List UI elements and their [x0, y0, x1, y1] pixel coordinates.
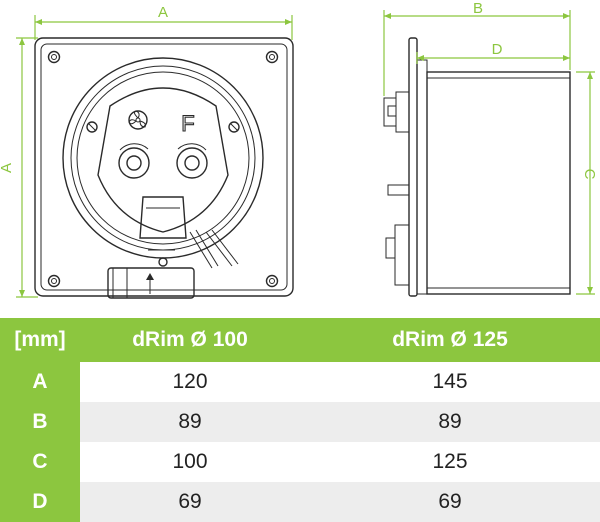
technical-drawing: A A [0, 0, 598, 299]
table-header-row: [mm] dRim Ø 100 dRim Ø 125 [0, 318, 600, 362]
dimension-b: B [383, 0, 571, 96]
dim-label-d: D [492, 41, 503, 58]
unit-header: [mm] [0, 318, 80, 362]
dim-label-b: B [473, 0, 483, 17]
table-row: A 120 145 [0, 362, 600, 402]
dimension-d: D [416, 41, 570, 64]
dimension-a-vertical: A [0, 37, 38, 298]
bottom-latch-icon [107, 249, 195, 299]
row-value-100: 120 [80, 362, 300, 402]
dimension-c: C [576, 71, 598, 295]
model-100-header: dRim Ø 100 [80, 318, 300, 362]
row-key: D [0, 482, 80, 522]
fan-side-view [383, 37, 571, 297]
row-value-100: 69 [80, 482, 300, 522]
dimension-a: A [34, 4, 293, 40]
row-key: B [0, 402, 80, 442]
row-value-125: 89 [300, 402, 600, 442]
fan-front-view: F [34, 37, 294, 299]
dim-label-a-vertical: A [0, 163, 15, 173]
dimensions-table: [mm] dRim Ø 100 dRim Ø 125 A 120 145 B 8… [0, 318, 600, 522]
row-value-125: 145 [300, 362, 600, 402]
row-value-125: 125 [300, 442, 600, 482]
table-row: C 100 125 [0, 442, 600, 482]
adjust-knob-right-icon [176, 143, 208, 179]
row-value-100: 89 [80, 402, 300, 442]
dim-label-a: A [158, 4, 168, 21]
table-row: B 89 89 [0, 402, 600, 442]
adjust-knob-left-icon [118, 143, 150, 179]
model-125-header: dRim Ø 125 [300, 318, 600, 362]
row-key: C [0, 442, 80, 482]
dim-label-c: C [581, 169, 598, 180]
row-value-125: 69 [300, 482, 600, 522]
row-key: A [0, 362, 80, 402]
corner-screw-icon [47, 50, 279, 288]
fan-label-f: F [181, 111, 194, 136]
row-value-100: 100 [80, 442, 300, 482]
fan-symbol-icon [128, 110, 148, 130]
table-row: D 69 69 [0, 482, 600, 522]
